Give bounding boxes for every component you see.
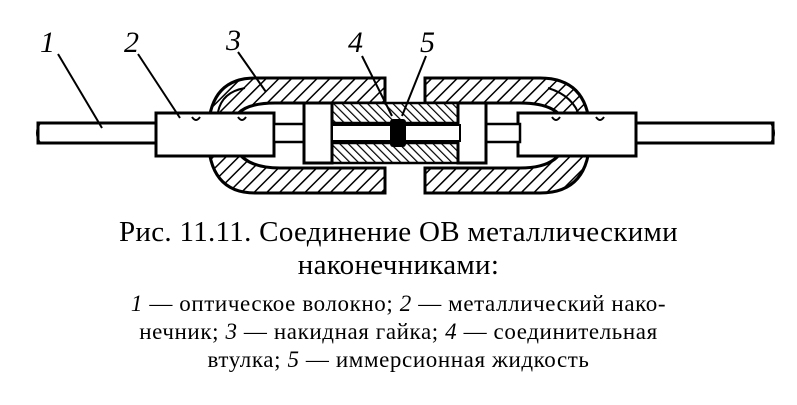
leader-line-2 xyxy=(137,53,181,119)
legend-line: 1 — оптическое волокно; 2 — металлически… xyxy=(0,290,797,318)
legend-number: 3 xyxy=(225,319,238,344)
callout-5: 5 xyxy=(420,26,435,59)
caption-title-line-2: наконечниками: xyxy=(297,249,500,281)
legend-text: — иммерсионная жидкость xyxy=(299,347,590,372)
metal-tip-left xyxy=(154,101,393,165)
figure-caption: Рис. 11.11. Соединение ОВ металлическими… xyxy=(0,216,797,374)
callout-4: 4 xyxy=(348,26,363,59)
caption-title-line-1: Рис. 11.11. Соединение ОВ металлическими xyxy=(118,216,679,248)
legend-number: 2 xyxy=(399,291,412,316)
immersion-liquid xyxy=(390,119,406,147)
legend-number: 1 xyxy=(130,291,143,316)
callout-3: 3 xyxy=(225,24,241,57)
legend-text: — накидная гайка; xyxy=(237,319,446,344)
legend-text: — соединительная xyxy=(457,319,658,344)
connector-diagram: 1 2 3 4 5 xyxy=(36,24,775,195)
legend-text: втулка; xyxy=(207,347,288,372)
legend-number: 5 xyxy=(287,347,300,372)
leader-line-5 xyxy=(401,55,427,117)
callout-2: 2 xyxy=(124,26,139,59)
legend-text: нечник; xyxy=(139,319,226,344)
legend-number: 4 xyxy=(445,319,458,344)
optical-fiber-left xyxy=(36,121,164,145)
legend-text: — оптическое волокно; xyxy=(142,291,400,316)
leader-line-4 xyxy=(361,55,393,117)
metal-tip-right xyxy=(403,101,638,165)
caption-title: Рис. 11.11. Соединение ОВ металлическими… xyxy=(0,216,797,282)
caption-legend: 1 — оптическое волокно; 2 — металлически… xyxy=(0,290,797,374)
leader-line-1 xyxy=(57,53,103,129)
legend-line: втулка; 5 — иммерсионная жидкость xyxy=(0,346,797,374)
leader-line-3 xyxy=(237,51,267,93)
optical-fiber-right xyxy=(633,121,775,145)
callout-1: 1 xyxy=(40,26,55,59)
legend-line: нечник; 3 — накидная гайка; 4 — соединит… xyxy=(0,318,797,346)
legend-text: — металлический нако- xyxy=(411,291,667,316)
